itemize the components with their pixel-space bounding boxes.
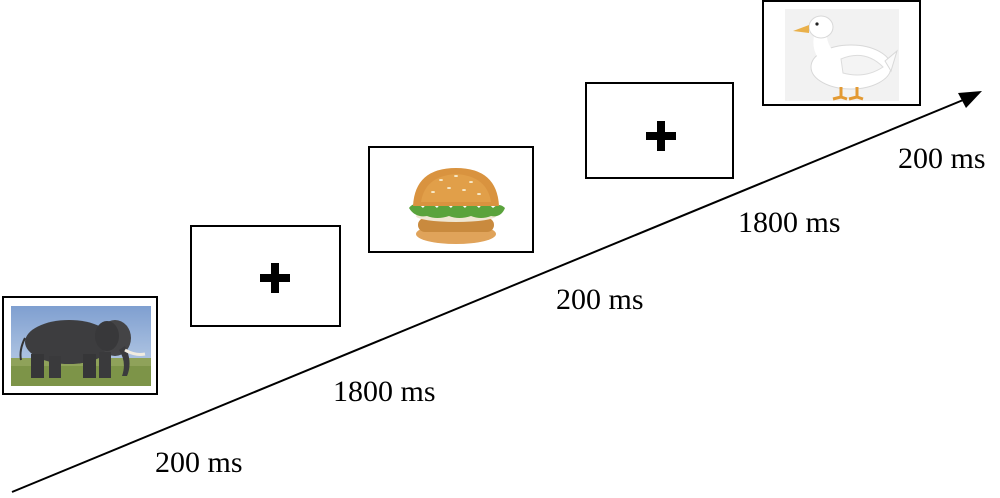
screen-elephant bbox=[2, 296, 158, 395]
time-axis-line bbox=[11, 97, 969, 493]
duration-label-1: 200 ms bbox=[155, 446, 243, 479]
burger-image bbox=[401, 158, 511, 248]
screen-fixation-1 bbox=[190, 225, 341, 327]
duration-label-3: 200 ms bbox=[556, 283, 644, 316]
screen-fixation-2 bbox=[585, 82, 734, 179]
fixation-cross-icon bbox=[646, 121, 676, 151]
duration-label-5: 200 ms bbox=[898, 142, 986, 175]
screen-duck bbox=[762, 0, 921, 106]
duration-label-2: 1800 ms bbox=[333, 375, 436, 408]
screen-burger bbox=[368, 146, 534, 253]
elephant-image bbox=[11, 306, 151, 386]
fixation-cross-icon bbox=[260, 263, 290, 293]
duration-label-4: 1800 ms bbox=[738, 206, 841, 239]
duck-image bbox=[785, 9, 899, 101]
arrowhead-icon bbox=[958, 91, 982, 108]
